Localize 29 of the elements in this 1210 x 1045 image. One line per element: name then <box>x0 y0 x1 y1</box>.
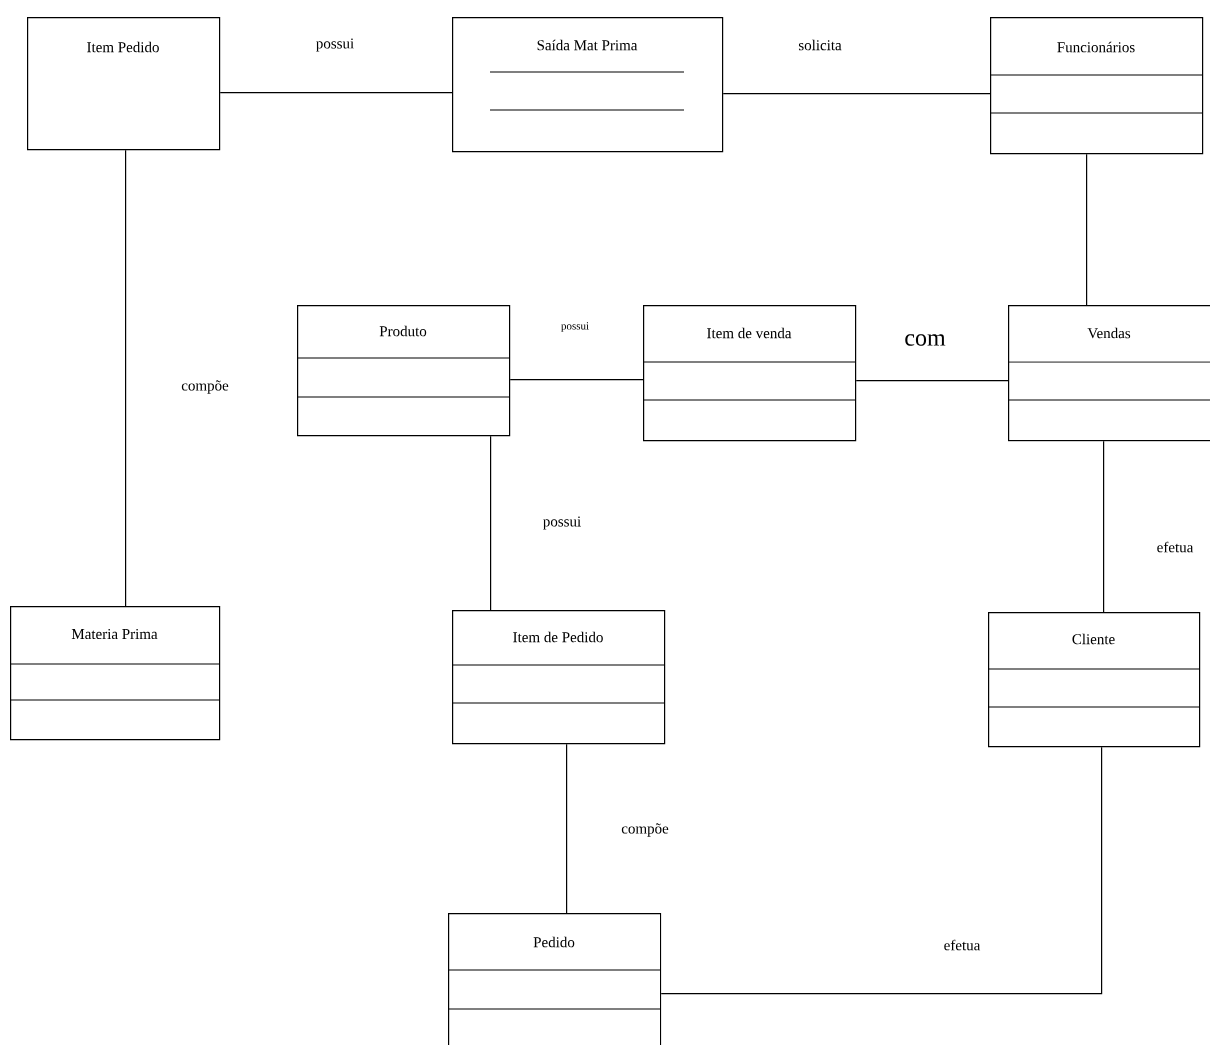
class-box: Vendas <box>1007 305 1210 442</box>
edge-label: possui <box>561 322 589 332</box>
class-box: Funcionários <box>989 17 1204 155</box>
edge-label: solicita <box>798 39 842 51</box>
association-line <box>490 435 492 611</box>
association-line <box>1103 440 1105 613</box>
edge-label: compõe <box>621 823 669 837</box>
edge-label: com <box>905 334 946 346</box>
edge-label: possui <box>316 38 354 52</box>
association-line <box>660 746 1103 995</box>
edge-label: efetua <box>1157 541 1194 553</box>
association-line <box>722 93 991 95</box>
class-box: Produto <box>296 305 511 437</box>
class-box: Item Pedido <box>27 17 221 151</box>
class-box: Item de venda <box>642 305 857 442</box>
association-line <box>1086 153 1088 306</box>
edge-label: efetua <box>944 939 981 951</box>
class-box: Cliente <box>987 612 1201 748</box>
association-line <box>855 380 1009 382</box>
class-box: Saída Mat Prima <box>452 17 724 153</box>
association-line <box>509 379 644 381</box>
association-line <box>125 149 127 607</box>
association-line <box>566 743 568 914</box>
association-line <box>219 92 453 94</box>
class-box: Item de Pedido <box>451 610 666 745</box>
edge-label: compõe <box>181 380 229 394</box>
class-box: Pedido <box>447 913 662 1045</box>
class-box: Materia Prima <box>9 606 221 741</box>
edge-label: possui <box>543 516 581 530</box>
